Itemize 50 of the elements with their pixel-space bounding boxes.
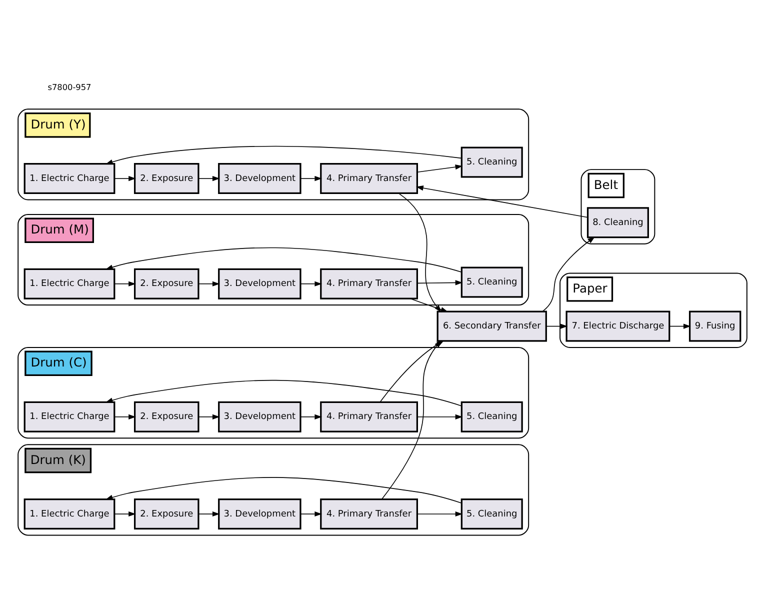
node-box: 3. Development bbox=[218, 401, 302, 432]
arrow bbox=[105, 477, 462, 504]
node-box: 2. Exposure bbox=[134, 401, 200, 432]
node-box: 4. Primary Transfer bbox=[320, 268, 418, 300]
node-box: 7. Electric Discharge bbox=[566, 310, 670, 342]
arrow bbox=[300, 511, 322, 517]
arrow bbox=[114, 176, 136, 182]
node-box: 4. Primary Transfer bbox=[320, 401, 418, 432]
node-box: 2. Exposure bbox=[134, 268, 200, 300]
label: s7800-957 bbox=[48, 82, 92, 92]
node-box: 2. Exposure bbox=[134, 163, 200, 194]
arrow bbox=[300, 176, 322, 182]
arrow bbox=[198, 414, 220, 420]
arrow bbox=[114, 281, 136, 286]
node-box: 4. Primary Transfer bbox=[320, 163, 418, 194]
arrow bbox=[382, 340, 442, 500]
arrow bbox=[300, 414, 322, 420]
node-box: 3. Development bbox=[218, 498, 302, 530]
node-box: 1. Electric Charge bbox=[24, 498, 116, 530]
arrow bbox=[114, 414, 136, 420]
arrow bbox=[416, 186, 588, 218]
node-box: 5. Cleaning bbox=[460, 146, 523, 178]
arrow bbox=[105, 146, 462, 164]
node-box: 8. Cleaning bbox=[586, 207, 649, 238]
arrow bbox=[198, 176, 220, 182]
node-box: 1. Electric Charge bbox=[24, 163, 116, 194]
node-box: 3. Development bbox=[218, 268, 302, 300]
node-box: 5. Cleaning bbox=[460, 266, 523, 298]
node-box: 6. Secondary Transfer bbox=[436, 310, 547, 342]
arrow bbox=[105, 380, 462, 406]
node-box: 2. Exposure bbox=[134, 498, 200, 530]
node-box: 1. Electric Charge bbox=[24, 401, 116, 432]
node-box: 5. Cleaning bbox=[460, 401, 523, 432]
arrow bbox=[198, 511, 220, 517]
arrow bbox=[417, 511, 463, 517]
node-box: 1. Electric Charge bbox=[24, 268, 116, 300]
arrow bbox=[542, 236, 595, 312]
arrow bbox=[417, 280, 463, 286]
arrow bbox=[105, 247, 462, 273]
arrow bbox=[198, 281, 220, 286]
arrow bbox=[669, 324, 691, 329]
node-box: 9. Fusing bbox=[688, 310, 742, 342]
arrow bbox=[417, 414, 463, 420]
arrow bbox=[417, 164, 463, 173]
arrow bbox=[114, 511, 136, 517]
node-box: 4. Primary Transfer bbox=[320, 498, 418, 530]
node-box: 5. Cleaning bbox=[460, 498, 523, 530]
arrow bbox=[546, 324, 568, 329]
arrow bbox=[300, 281, 322, 286]
node-box: 3. Development bbox=[218, 163, 302, 194]
